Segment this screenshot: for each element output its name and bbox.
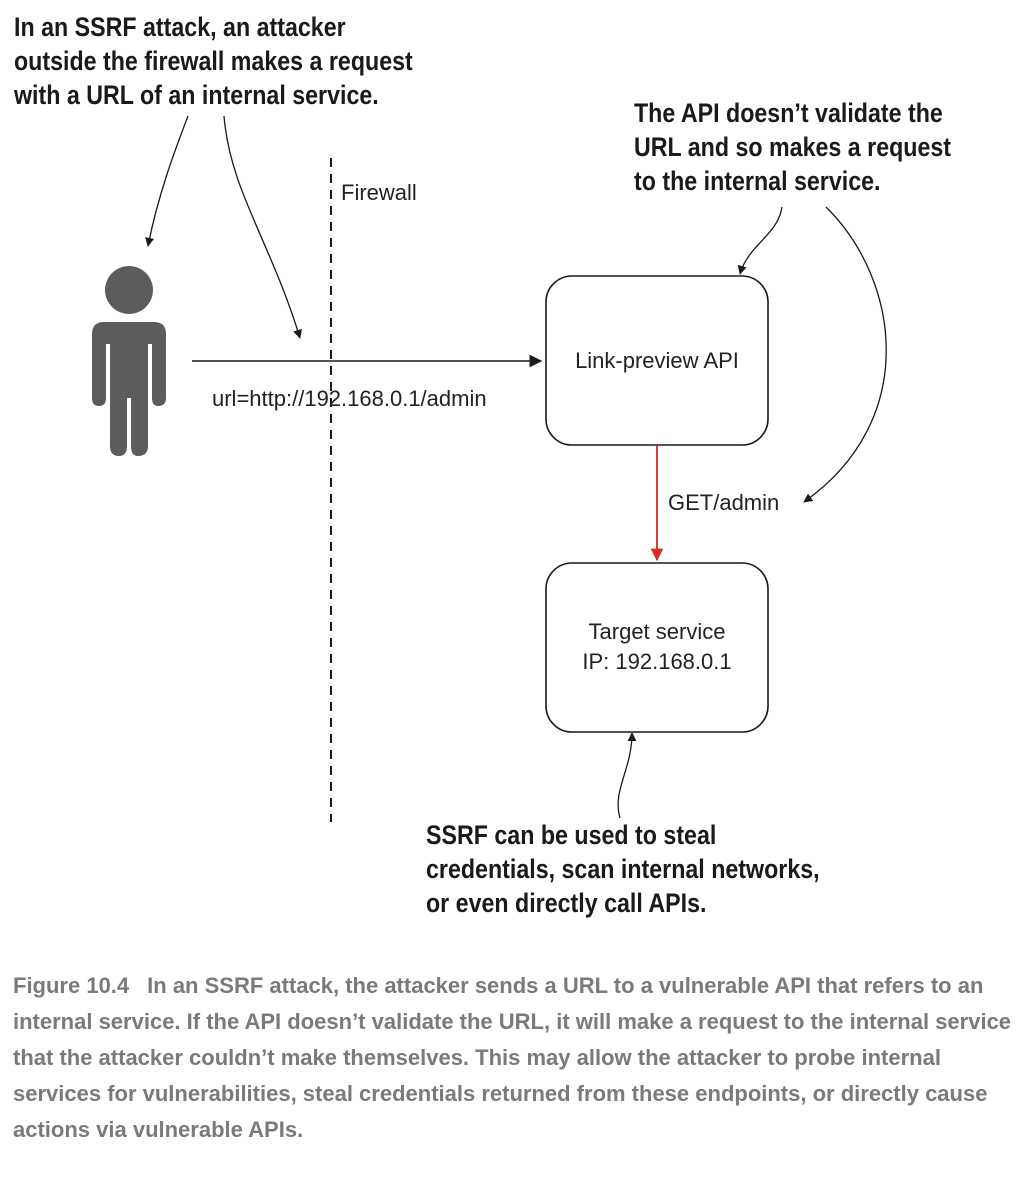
api-annotation-line-3: to the internal service.: [634, 166, 881, 196]
person-icon: [92, 266, 166, 456]
target-service-ip: IP: 192.168.0.1: [582, 649, 731, 674]
figure-number: Figure 10.4: [13, 973, 130, 998]
api-annotation: The API doesn’t validate the URL and so …: [634, 96, 978, 198]
target-service-box: [545, 562, 769, 733]
request-url-label: url=http://192.168.0.1/admin: [212, 386, 487, 411]
ssrf-annotation-line-1: SSRF can be used to steal: [426, 820, 717, 850]
api-annotation-line-1: The API doesn’t validate the: [634, 98, 943, 128]
target-service-name: Target service: [589, 619, 726, 644]
request-leader-arrow: [223, 115, 302, 339]
ssrf-annotation: SSRF can be used to steal credentials, s…: [426, 818, 890, 920]
ssrf-annotation-line-2: credentials, scan internal networks,: [426, 854, 820, 884]
ssrf-diagram: In an SSRF attack, an attacker outside t…: [14, 10, 978, 920]
figure-caption-text: In an SSRF attack, the attacker sends a …: [13, 973, 1012, 1142]
attacker-annotation-line-3: with a URL of an internal service.: [14, 80, 379, 110]
link-preview-api-label: Link-preview API: [575, 348, 739, 373]
api-leader-arrow: [737, 206, 783, 275]
attacker-annotation-line-1: In an SSRF attack, an attacker: [14, 12, 346, 42]
get-request-label: GET/admin: [668, 490, 779, 515]
ssrf-leader-arrow: [617, 732, 637, 819]
attacker-annotation: In an SSRF attack, an attacker outside t…: [14, 10, 496, 112]
get-leader-arrow: [803, 206, 887, 503]
firewall-label: Firewall: [341, 180, 417, 205]
ssrf-annotation-line-3: or even directly call APIs.: [426, 888, 707, 918]
attacker-annotation-line-2: outside the firewall makes a request: [14, 46, 413, 76]
link-preview-api-box: [545, 275, 769, 446]
attacker-leader-arrow: [145, 115, 189, 247]
api-annotation-line-2: URL and so makes a request: [634, 132, 952, 162]
